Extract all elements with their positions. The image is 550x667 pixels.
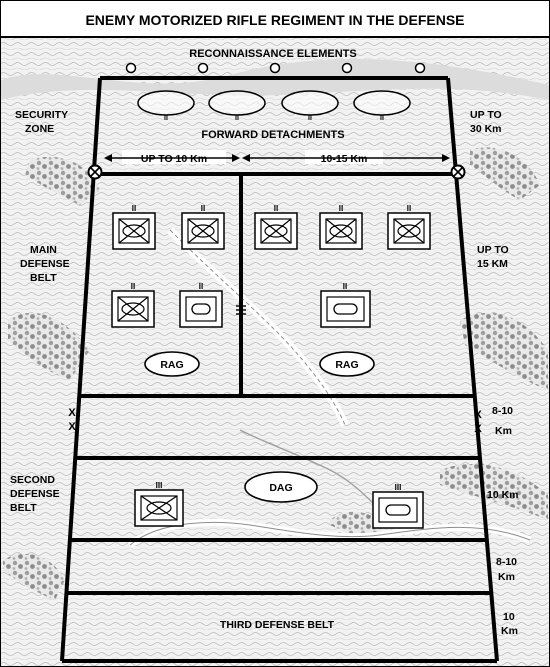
forward-detachments-label: FORWARD DETACHMENTS [201,129,344,141]
dag [244,471,318,503]
infantry-regiment-unit: III [134,481,184,527]
boundary-x-marker: X [68,407,76,419]
range-8-10-a-label-line-2: Km [495,425,512,437]
tank-unit: II [179,282,223,328]
main-defense-belt-label-line-1: MAIN [30,244,57,256]
flank-marker-left [87,164,103,180]
infantry-battalion-unit: II [181,204,225,250]
svg-text:III: III [156,481,163,490]
belt-lines [65,172,490,595]
flank-marker-right [450,164,466,180]
range-10-b-label: 10 Km [487,489,519,501]
forward-detachments: II II II II [137,90,411,122]
svg-text:II: II [274,204,278,213]
svg-text:II: II [308,115,312,122]
dag-label: DAG [269,482,292,494]
rag-right-label: RAG [335,359,358,371]
security-zone-label-line-2: ZONE [25,123,54,135]
recon-element-marker [197,62,209,74]
up-to-15-label-line-1: UP TO [477,244,509,256]
boundary-x-marker: X [474,423,482,435]
second-defense-belt-label-line-1: SECOND [10,474,55,486]
boundary-hash-mark [236,305,246,315]
range-10-c-label-line-2: Km [501,625,518,637]
infantry-battalion-unit: II [111,282,155,328]
tank-unit: II [320,282,371,328]
main-defense-belt-label-line-3: BELT [30,272,57,284]
range-10-15-label: 10-15 Km [321,153,368,165]
third-defense-belt-label: THIRD DEFENSE BELT [220,619,335,631]
tank-regiment-unit: III [372,483,424,529]
infantry-battalion-unit: II [112,204,156,250]
up-to-15-label-line-2: 15 KM [477,258,508,270]
svg-text:II: II [380,115,384,122]
svg-text:II: II [199,282,203,291]
svg-text:II: II [201,204,205,213]
range-8-10-b-label-line-2: Km [498,571,515,583]
svg-text:II: II [407,204,411,213]
svg-text:II: II [343,282,347,291]
svg-text:II: II [131,282,135,291]
svg-text:III: III [395,483,402,492]
second-defense-belt-label-line-2: DEFENSE [10,488,60,500]
rag-left [144,351,200,377]
boundary-x-marker: X [474,409,482,421]
distance-arrow-up-to-10 [104,150,240,164]
svg-text:II: II [235,115,239,122]
up-to-10-label: UP TO 10 Km [141,153,207,165]
title-bar [1,1,549,38]
recon-element-marker [125,62,137,74]
svg-text:II: II [339,204,343,213]
second-defense-belt-label-line-3: BELT [10,502,37,514]
security-zone-label-line-1: SECURITY [15,109,68,121]
terrain-background [1,38,549,666]
svg-text:II: II [164,115,168,122]
recon-element-marker [414,62,426,74]
recon-element-marker [341,62,353,74]
range-8-10-a-label-line-1: 8-10 [492,405,513,417]
recon-elements [125,62,426,74]
range-8-10-b-label-line-1: 8-10 [496,556,517,568]
main-defense-belt-label-line-2: DEFENSE [20,258,70,270]
rag-right [319,351,375,377]
svg-text:II: II [132,204,136,213]
rag-left-label: RAG [160,359,183,371]
range-10-c-label-line-1: 10 [503,611,515,623]
recon-label: RECONNAISSANCE ELEMENTS [189,48,356,60]
up-to-30-label-line-1: UP TO [470,109,502,121]
infantry-battalion-unit: II [387,204,431,250]
up-to-30-label-line-2: 30 Km [470,123,502,135]
recon-element-marker [269,62,281,74]
boundary-x-marker: X [68,421,76,433]
diagram-title: ENEMY MOTORIZED RIFLE REGIMENT IN THE DE… [85,12,464,28]
distance-arrow-10-15 [242,150,450,164]
infantry-battalion-unit: II [254,204,298,250]
infantry-battalion-unit: II [319,204,363,250]
